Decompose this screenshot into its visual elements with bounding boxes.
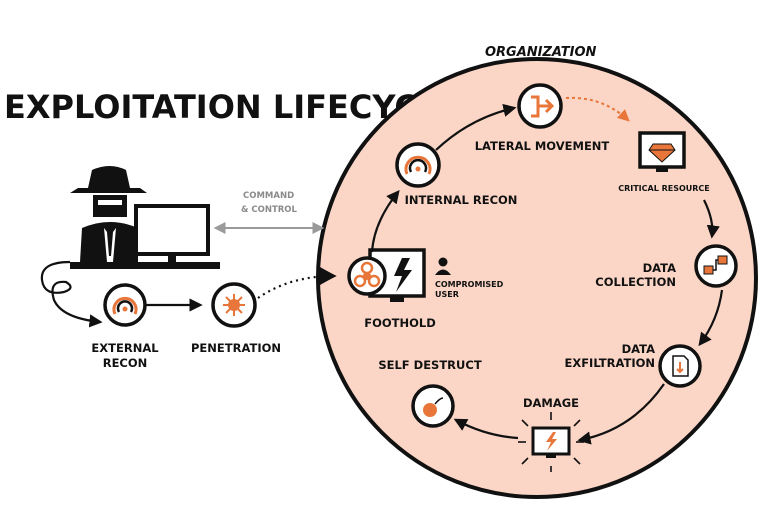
stage-lateral-movement: LATERAL MOVEMENT [475, 83, 610, 153]
command-label: COMMAND [243, 191, 294, 201]
damage-label: DAMAGE [523, 396, 579, 410]
stage-damage: DAMAGE [518, 396, 584, 472]
penetration-label: PENETRATION [191, 341, 281, 355]
data-collection-label-2: COLLECTION [595, 275, 676, 289]
external-recon-label-1: EXTERNAL [91, 341, 159, 355]
stage-penetration: PENETRATION [191, 282, 281, 355]
lightning-icon [394, 258, 412, 292]
stage-data-collection: DATA COLLECTION [595, 244, 738, 289]
organization-label: ORGANIZATION [485, 45, 597, 60]
stage-self-destruct: SELF DESTRUCT [378, 358, 482, 428]
hacker-desk [70, 262, 220, 269]
data-collection-label-1: DATA [643, 261, 677, 275]
self-destruct-label: SELF DESTRUCT [378, 358, 481, 372]
gem-icon [648, 143, 676, 163]
control-label: & CONTROL [241, 205, 298, 215]
external-recon-label-2: RECON [103, 356, 148, 370]
damage-lightning-icon [546, 432, 557, 451]
bomb-icon [423, 403, 437, 417]
data-exfiltration-label-2: EXFILTRATION [564, 356, 655, 370]
hacker-figure [40, 166, 220, 328]
critical-resource-label: CRITICAL RESOURCE [618, 184, 710, 193]
lateral-movement-label: LATERAL MOVEMENT [475, 139, 610, 153]
compromised-user-icon [435, 257, 451, 275]
stage-internal-recon: INTERNAL RECON [395, 142, 518, 207]
stage-external-recon: EXTERNAL RECON [91, 283, 159, 370]
stage-data-exfiltration: DATA EXFILTRATION [564, 342, 702, 388]
compromised-user-label-2: USER [435, 290, 459, 299]
external-recon-icon [103, 283, 147, 327]
compromised-user-label-1: COMPROMISED [435, 280, 504, 289]
hacker-hat-icon [70, 166, 147, 193]
data-exfiltration-label-1: DATA [622, 342, 656, 356]
hacker-monitor-icon [134, 204, 210, 256]
stage-critical-resource: CRITICAL RESOURCE [618, 131, 710, 193]
command-control-link: COMMAND & CONTROL [213, 191, 325, 234]
foothold-label: FOOTHOLD [364, 316, 436, 330]
internal-recon-label: INTERNAL RECON [405, 193, 518, 207]
internal-recon-icon [395, 142, 441, 188]
stage-foothold: COMPROMISED USER FOOTHOLD [347, 248, 504, 330]
